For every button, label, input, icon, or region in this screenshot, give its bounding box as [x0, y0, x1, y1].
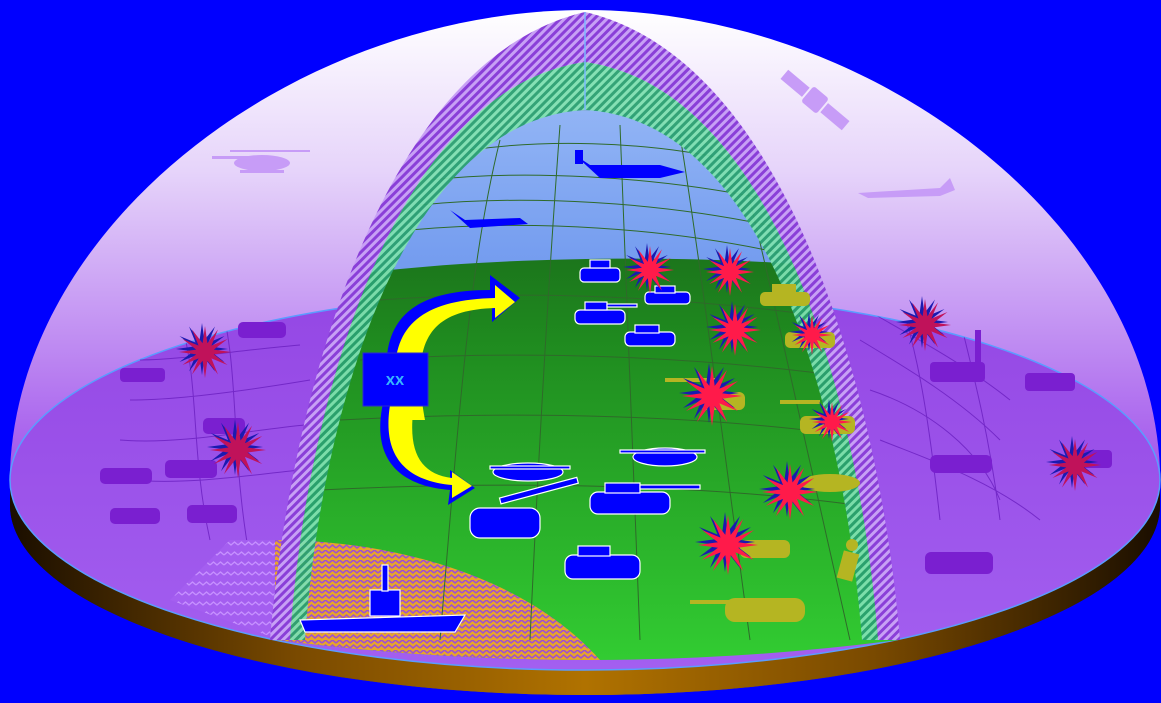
tank-icon — [100, 468, 152, 484]
tank-icon — [187, 505, 237, 523]
truck-icon — [1025, 373, 1075, 391]
tank-icon — [930, 455, 992, 473]
tank-icon — [238, 322, 286, 338]
truck-icon — [120, 368, 165, 382]
truck-icon — [925, 552, 993, 574]
tank-icon — [110, 508, 160, 524]
unit-symbol-label: XX — [386, 374, 405, 388]
division-symbol-icon[interactable]: XX — [363, 353, 428, 406]
tank-icon — [165, 460, 217, 478]
